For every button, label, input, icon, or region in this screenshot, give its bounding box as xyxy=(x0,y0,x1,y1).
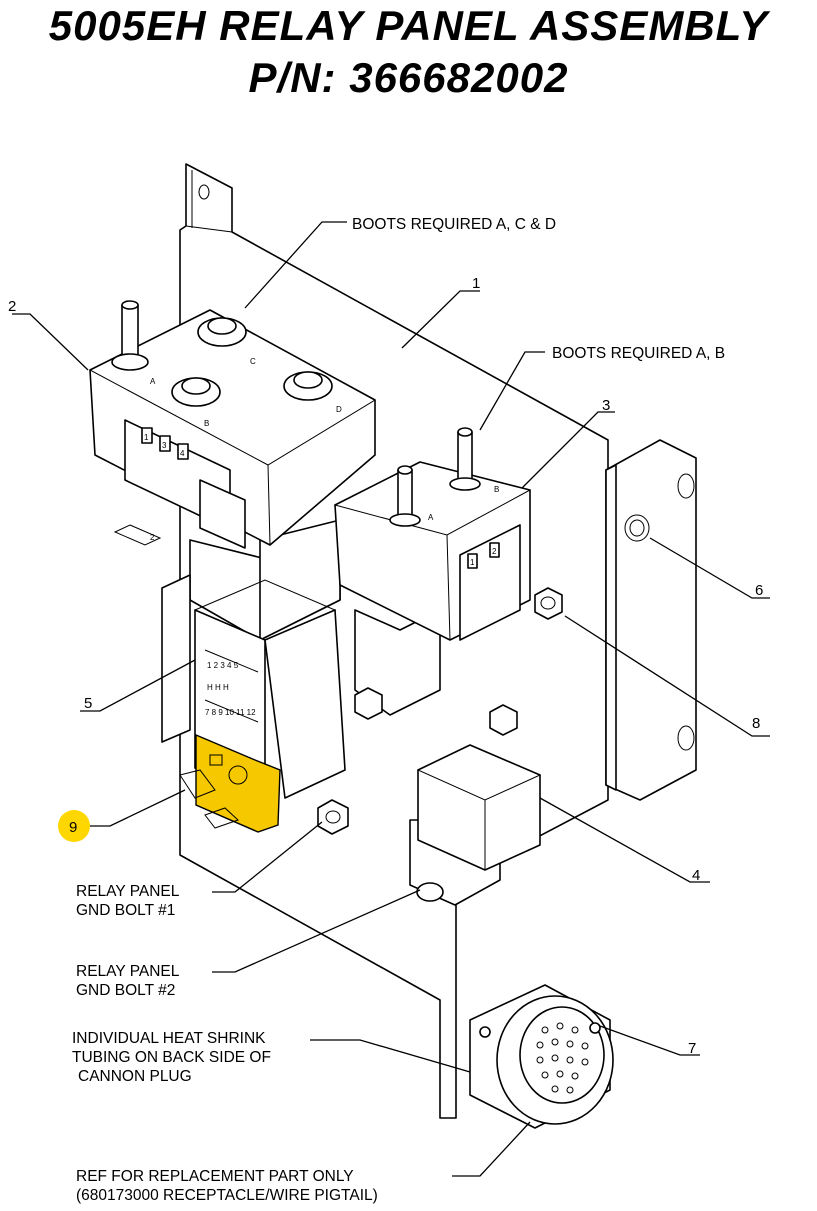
big-terminal-c: C xyxy=(250,357,256,366)
cannon-plug xyxy=(469,984,614,1129)
big-pin-3: 3 xyxy=(162,441,167,450)
bolt-8 xyxy=(534,587,563,620)
secondary-relay: A B 1 2 xyxy=(333,427,532,716)
small-pin-2: 2 xyxy=(492,547,497,556)
callout-gnd2-line1: RELAY PANEL xyxy=(76,963,180,980)
callout-gnd2-line2: GND BOLT #2 xyxy=(76,982,175,999)
right-bracket xyxy=(605,439,697,801)
leader-lines xyxy=(12,221,770,1177)
callout-gnd1-line2: GND BOLT #1 xyxy=(76,902,175,919)
mid-bolt xyxy=(354,687,518,736)
item-number-1: 1 xyxy=(472,275,480,292)
item-number-6: 6 xyxy=(755,582,763,599)
big-pin-4: 4 xyxy=(180,449,185,458)
svg-text:1 2 3 4 5: 1 2 3 4 5 xyxy=(207,661,239,670)
svg-text:7 8 9 10 11 12: 7 8 9 10 11 12 xyxy=(205,708,256,717)
callout-gnd1-line1: RELAY PANEL xyxy=(76,883,180,900)
callout-ref-line1: REF FOR REPLACEMENT PART ONLY xyxy=(76,1168,354,1185)
callout-boots-ab: BOOTS REQUIRED A, B xyxy=(552,345,725,362)
callout-ref-line2: (680173000 RECEPTACLE/WIRE PIGTAIL) xyxy=(76,1187,378,1204)
highlighted-terminal xyxy=(179,733,281,833)
item-9-badge xyxy=(58,810,90,842)
fuse-block: 1 2 3 4 5 H H H 7 8 9 10 11 12 xyxy=(161,574,346,801)
title-line-1: 5005EH RELAY PANEL ASSEMBLY xyxy=(48,2,769,49)
item-number-4: 4 xyxy=(692,867,700,884)
big-terminal-d: D xyxy=(336,405,342,414)
relay-4 xyxy=(409,744,542,906)
big-pin-2: 2 xyxy=(150,533,155,542)
callout-shrink-line2: TUBING ON BACK SIDE OF xyxy=(72,1049,271,1066)
item-number-5: 5 xyxy=(84,695,92,712)
callout-shrink-line3: CANNON PLUG xyxy=(78,1068,192,1085)
main-relay: A C B D 1 3 4 2 xyxy=(88,300,377,641)
title-line-2: P/N: 366682002 xyxy=(248,54,569,101)
item-number-7: 7 xyxy=(688,1040,696,1057)
item-number-3: 3 xyxy=(602,397,610,414)
gnd-bolt-2 xyxy=(416,882,444,902)
big-terminal-b: B xyxy=(204,419,209,428)
item-number-9: 9 xyxy=(69,819,77,836)
gnd-bolt-1 xyxy=(317,799,349,835)
item-number-8: 8 xyxy=(752,715,760,732)
svg-text:H H H: H H H xyxy=(207,683,229,692)
small-terminal-b: B xyxy=(494,485,499,494)
callout-shrink-line1: INDIVIDUAL HEAT SHRINK xyxy=(72,1030,266,1047)
item-number-2: 2 xyxy=(8,298,16,315)
small-pin-1: 1 xyxy=(470,558,475,567)
big-terminal-a: A xyxy=(150,377,156,386)
big-pin-1: 1 xyxy=(144,433,149,442)
callout-boots-acd: BOOTS REQUIRED A, C & D xyxy=(352,216,556,233)
small-terminal-a: A xyxy=(428,513,434,522)
